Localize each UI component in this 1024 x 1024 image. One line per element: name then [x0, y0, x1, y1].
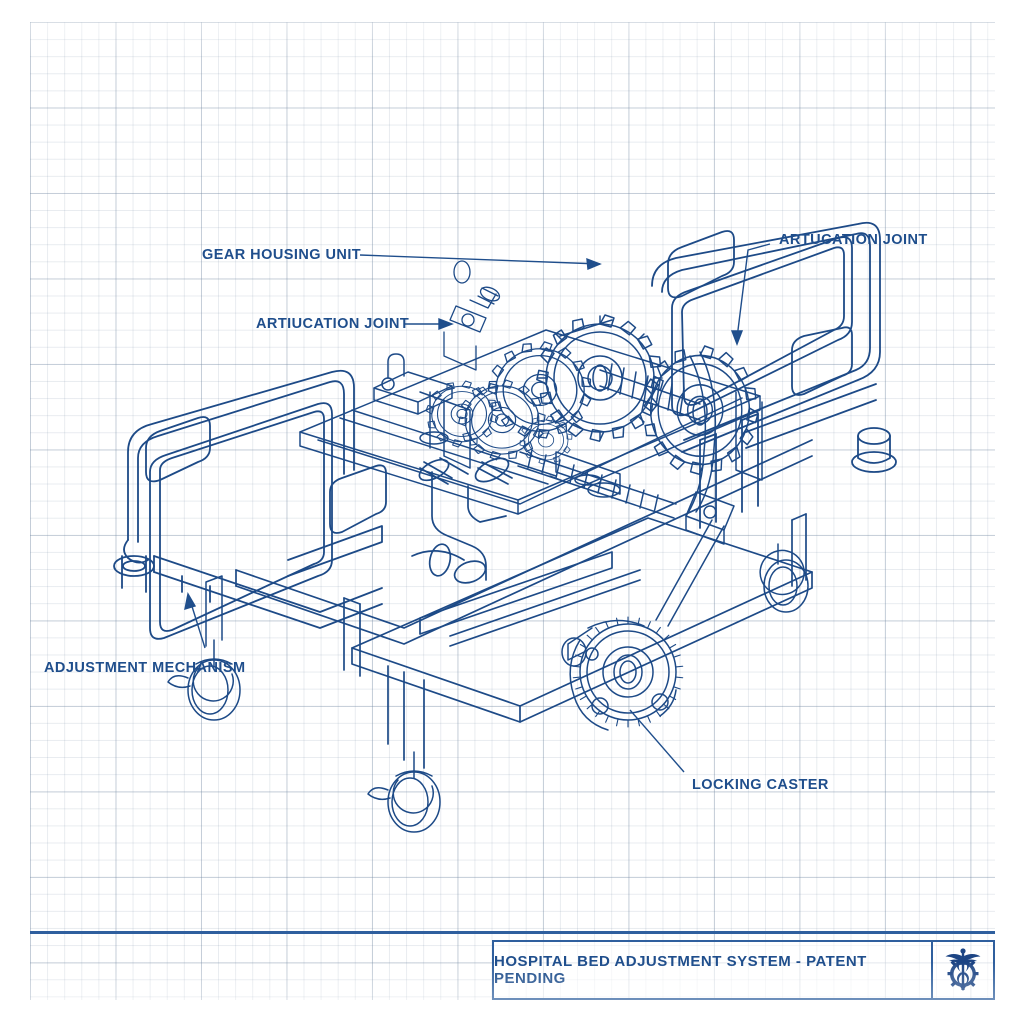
paper-vignette	[0, 0, 1024, 1024]
blueprint-sheet: GEAR HOUSING UNIT ARTIUCATION JOINT ARTU…	[0, 0, 1024, 1024]
